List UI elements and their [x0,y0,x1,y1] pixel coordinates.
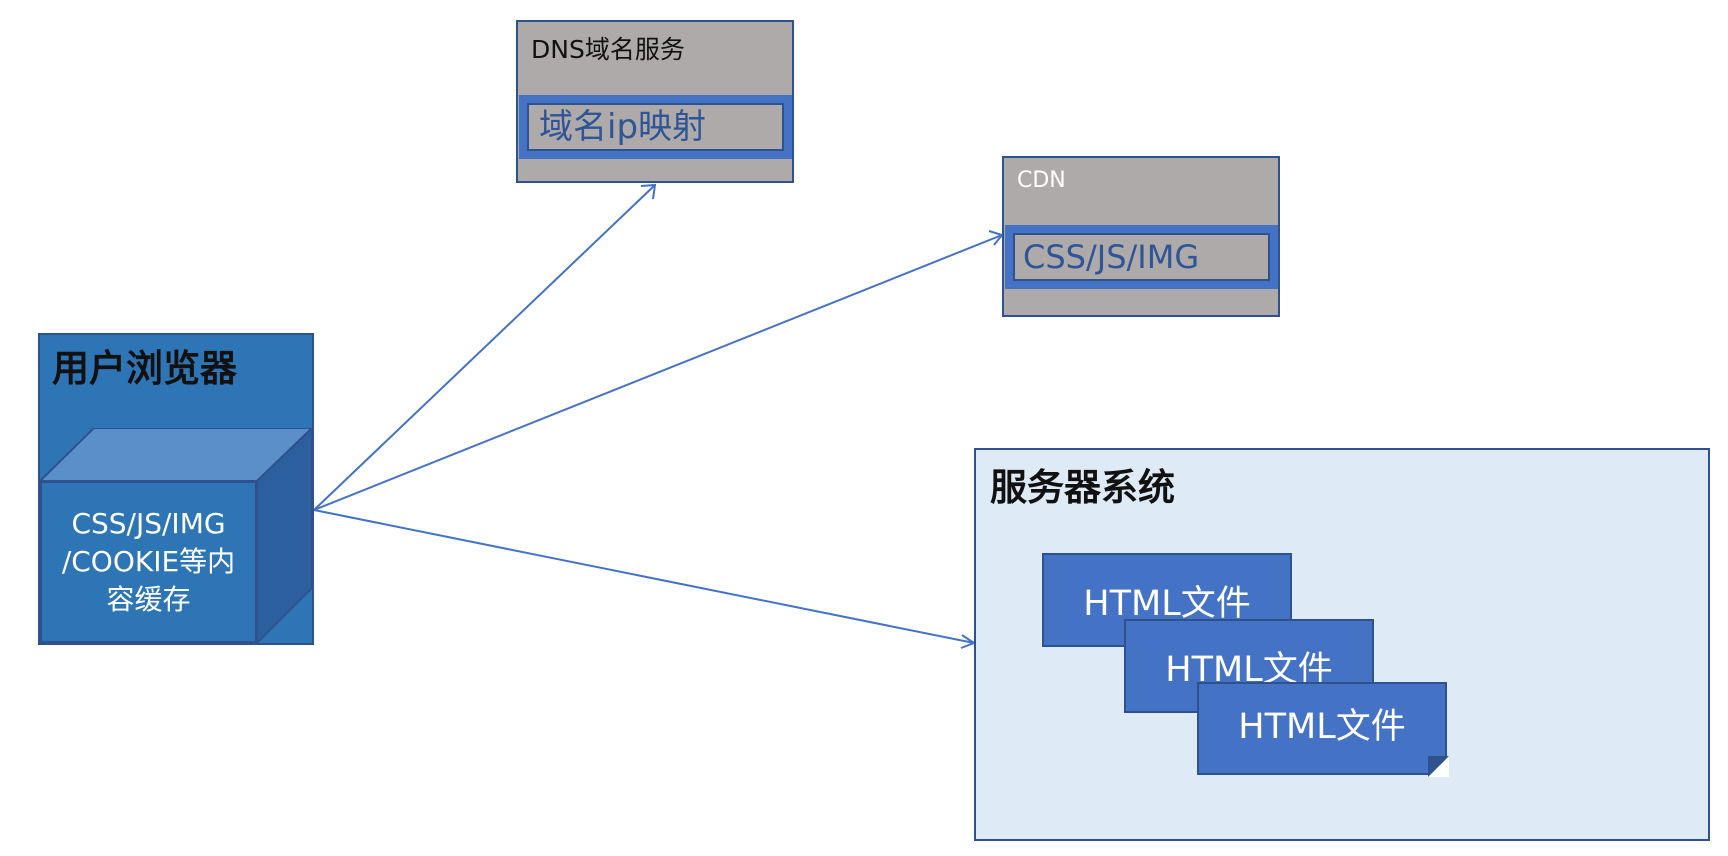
cdn-item: CSS/JS/IMG [1013,233,1270,281]
cache-text-line2: /COOKIE等内 [61,545,236,578]
arrow-to-cdn [313,234,1003,511]
arrow-to-dns [313,184,656,511]
cache-text-line3: 容缓存 [106,583,191,616]
cache-text-line1: CSS/JS/IMG [71,507,226,540]
html-file-3: HTML文件 [1197,682,1447,775]
cdn-title: CDN [1017,168,1066,193]
cache-cube-front: CSS/JS/IMG /COOKIE等内 容缓存 [40,481,257,643]
arrow-to-dns-head [640,183,657,200]
file-fold-corner [1428,756,1449,777]
dns-item: 域名ip映射 [527,103,784,151]
server-title: 服务器系统 [990,466,1175,509]
browser-title: 用户浏览器 [52,347,237,390]
arrow-to-server [313,509,975,644]
dns-title: DNS域名服务 [531,35,685,64]
